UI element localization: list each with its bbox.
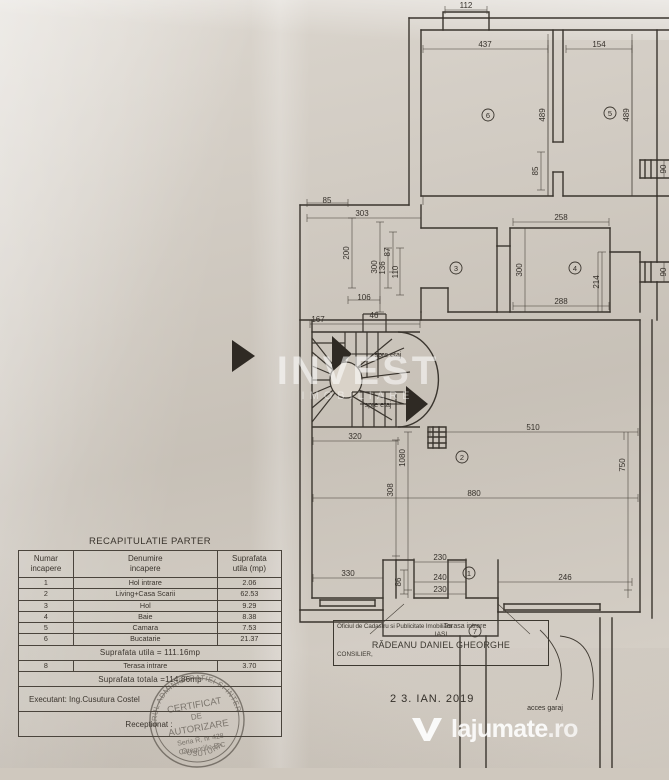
svg-text:1: 1 [467, 569, 471, 578]
cell-area: 7.53 [216, 622, 283, 635]
recap-table: Numar incapere Denumire incapere Suprafa… [18, 550, 283, 738]
header-area: Suprafata utila (mp) [216, 550, 283, 578]
svg-text:303: 303 [355, 209, 369, 218]
svg-text:880: 880 [467, 489, 481, 498]
cell-area: 62.53 [216, 588, 283, 601]
cell-number: 3 [18, 599, 74, 612]
cell-number: 8 [18, 659, 74, 673]
svg-text:46: 46 [370, 311, 379, 320]
header-area-line1: Suprafata [232, 554, 267, 563]
svg-text:90: 90 [659, 164, 668, 173]
svg-text:6: 6 [486, 111, 490, 120]
cadastre-office-stamp: Oficiul de Cadastru si Publicitate Imobi… [333, 620, 549, 666]
cell-number: 2 [18, 588, 74, 601]
total-row: Suprafata totala =114.86mp [18, 671, 282, 688]
svg-text:Terasa intrare: Terasa intrare [444, 623, 487, 630]
svg-text:2: 2 [460, 453, 464, 462]
svg-text:288: 288 [554, 297, 568, 306]
header-name-line2: incapere [129, 564, 161, 573]
svg-text:85: 85 [531, 166, 540, 175]
cell-number: 1 [18, 576, 74, 590]
svg-text:240: 240 [433, 573, 447, 582]
svg-text:489: 489 [538, 108, 547, 122]
svg-text:112: 112 [460, 1, 473, 10]
cell-name: Camara [72, 622, 218, 635]
cell-number: 4 [18, 610, 74, 624]
svg-text:4: 4 [573, 264, 577, 273]
cell-number: 6 [18, 633, 74, 646]
svg-text:86: 86 [394, 577, 403, 586]
svg-text:1080: 1080 [398, 449, 407, 467]
cadastre-city-line: IASI [434, 630, 448, 638]
table-header-row: Numar incapere Denumire incapere Suprafa… [18, 550, 283, 578]
svg-text:110: 110 [391, 265, 400, 278]
svg-text:320: 320 [348, 432, 362, 441]
recapitulation-section: RECAPITULATIE PARTER Numar incapere Denu… [18, 536, 283, 738]
authorization-round-stamp: MINISTERUL ADMINISTRATIEI SI INTERNELOR … [137, 660, 257, 780]
svg-text:spre etaj: spre etaj [365, 402, 392, 409]
svg-text:DE: DE [190, 711, 203, 722]
svg-text:154: 154 [592, 40, 606, 49]
cell-name: Hol [72, 599, 218, 612]
header-name: Denumire incapere [72, 550, 218, 578]
svg-text:5: 5 [608, 109, 612, 118]
svg-text:750: 750 [618, 458, 627, 472]
svg-text:200: 200 [342, 246, 351, 260]
svg-text:300: 300 [370, 260, 379, 274]
svg-text:510: 510 [526, 423, 540, 432]
svg-text:spre etaj: spre etaj [375, 352, 402, 359]
cell-area: 21.37 [216, 633, 283, 646]
room-markers: 6 5 3 4 2 1 7 [449, 106, 617, 638]
cell-name: Hol intrare [72, 576, 218, 590]
total-text: Suprafata totala =114.86mp [18, 671, 282, 688]
header-number: Numar incapere [18, 550, 74, 578]
svg-text:87: 87 [383, 247, 392, 256]
cadastre-stamp-date: 2 3. IAN. 2019 [390, 693, 475, 705]
svg-text:230: 230 [433, 585, 447, 594]
cell-area: 9.29 [216, 599, 283, 612]
svg-text:258: 258 [554, 213, 568, 222]
svg-text:acces garaj: acces garaj [527, 705, 563, 712]
cell-number: 5 [18, 622, 74, 635]
cell-name: Living+Casa Scarii [72, 588, 218, 601]
cell-area: 8.38 [216, 610, 283, 624]
svg-text:90: 90 [659, 267, 668, 276]
svg-text:300: 300 [515, 263, 524, 277]
header-number-line1: Numar [33, 554, 58, 563]
cell-name: Baie [72, 610, 218, 624]
svg-text:308: 308 [386, 483, 395, 497]
header-area-line2: utila (mp) [232, 564, 267, 573]
svg-text:167: 167 [311, 315, 325, 324]
subtotal-row: Suprafata utila = 111.16mp [18, 644, 282, 661]
header-number-line2: incapere [30, 564, 62, 573]
cadastre-office-line: Oficiul de Cadastru si Publicitate Imobi… [337, 623, 453, 630]
svg-text:214: 214 [592, 275, 601, 289]
svg-text:85: 85 [323, 196, 332, 205]
recap-title: RECAPITULATIE PARTER [88, 536, 212, 547]
svg-text:330: 330 [341, 569, 355, 578]
svg-text:106: 106 [357, 293, 371, 302]
cadastre-officer-name: RĂDEANU DANIEL GHEORGHE [371, 640, 511, 651]
svg-text:489: 489 [622, 108, 631, 122]
svg-text:7: 7 [473, 627, 477, 636]
svg-text:3: 3 [454, 264, 458, 273]
svg-text:230: 230 [433, 553, 447, 562]
svg-text:136: 136 [378, 261, 387, 275]
svg-text:246: 246 [558, 573, 572, 582]
cell-name: Bucatarie [72, 633, 218, 646]
cell-area: 3.70 [216, 659, 283, 673]
cell-area: 2.06 [216, 576, 283, 590]
cadastre-officer-role: CONSILIER, [337, 651, 373, 659]
header-name-line1: Denumire [127, 554, 163, 563]
svg-text:437: 437 [478, 40, 492, 49]
subtotal-text: Suprafata utila = 111.16mp [18, 644, 282, 661]
